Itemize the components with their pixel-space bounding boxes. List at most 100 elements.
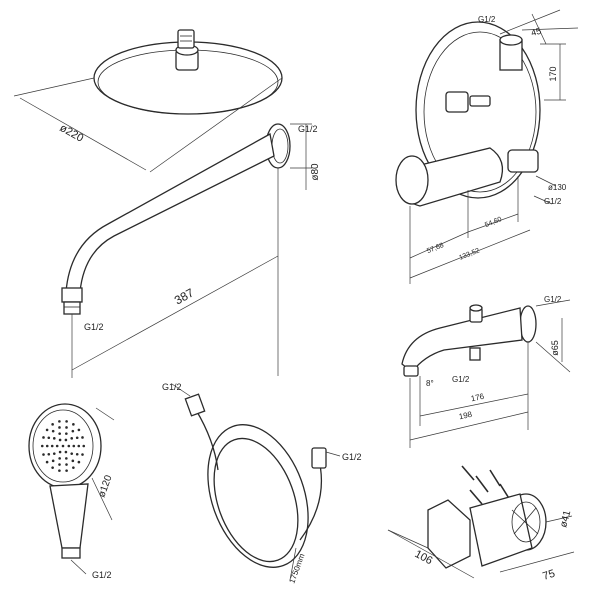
hose-thread-top-label: G1/2	[162, 382, 182, 392]
shower-arm-length-label: 387	[172, 285, 197, 307]
nozzle-dot	[82, 445, 85, 448]
nozzle-dot	[72, 460, 75, 463]
nozzle-dot	[58, 463, 61, 466]
hand-shower-head	[29, 404, 101, 488]
nozzle-dot	[42, 453, 45, 456]
mixer-thread-top-label: G1/2	[478, 15, 496, 24]
nozzle-dot	[77, 445, 80, 448]
hose-top-nut	[185, 394, 204, 416]
spout-thread-label: G1/2	[544, 295, 562, 304]
nozzle-dot	[65, 451, 68, 454]
mixer-width-label: 45	[530, 26, 542, 38]
nozzle-dot	[62, 445, 65, 448]
nozzle-dot	[81, 436, 84, 439]
nozzle-dot	[58, 420, 61, 423]
mixer-side-outlet	[508, 150, 538, 172]
nozzle-dot	[51, 423, 54, 426]
nozzle-dot	[42, 436, 45, 439]
nozzle-dot	[59, 439, 62, 442]
hand-shower-handle	[50, 484, 88, 548]
nozzle-dot	[72, 423, 75, 426]
hose-thread-right-label: G1/2	[342, 452, 362, 462]
hose-right-nut	[312, 448, 326, 468]
shower-arm: ø80 G1/2 387 G1/2	[62, 124, 321, 378]
nozzle-dot	[58, 432, 61, 435]
hose-length-label: 1750mm	[287, 552, 306, 585]
mixer-height-label: 170	[548, 66, 558, 81]
spout-angle-label: 8°	[426, 379, 434, 388]
mixer-dim-133-label: 133,52	[458, 247, 481, 262]
shower-hose: G1/2 G1/2 1750mm	[162, 382, 362, 585]
wall-holder: ø41 106 75	[388, 466, 574, 583]
mixer-valve	[446, 92, 468, 112]
nozzle-dot	[59, 451, 62, 454]
mixer-body: 45 G1/2 170 ø130 G1/2 57,68 54,60 133,52	[396, 10, 578, 284]
spout-outlet	[470, 348, 480, 360]
spout-thread-bottom-label: G1/2	[452, 375, 470, 384]
nozzle-dot	[52, 460, 55, 463]
nozzle-dot	[47, 453, 50, 456]
shower-arm-thread	[64, 302, 80, 314]
nozzle-dot	[46, 445, 49, 448]
spout-height-label: ø65	[550, 340, 560, 356]
nozzle-dot	[51, 445, 54, 448]
nozzle-dot	[68, 445, 71, 448]
nozzle-dot	[65, 426, 68, 429]
nozzle-dot	[72, 430, 75, 433]
hand-shower: ø120 G1/2	[29, 404, 115, 580]
nozzle-dot	[46, 461, 49, 464]
shower-arm-height-label: ø80	[310, 163, 321, 181]
nozzle-dot	[53, 437, 56, 440]
holder-depth-label: 75	[541, 568, 556, 583]
nozzle-dot	[76, 453, 79, 456]
shower-arm-thread-top-label: G1/2	[298, 124, 318, 134]
shower-arm-length-line	[72, 256, 278, 370]
nozzle-dot	[72, 466, 75, 469]
spout-body	[402, 308, 522, 372]
mixer-diameter-label: ø130	[548, 183, 567, 192]
hand-shower-thread	[62, 548, 80, 558]
nozzle-dot	[81, 453, 84, 456]
nozzle-dot	[65, 469, 68, 472]
overhead-shower-diameter-label: ø220	[58, 122, 86, 145]
shower-arm-outlet	[62, 288, 82, 302]
nozzle-dot	[65, 420, 68, 423]
nozzle-dot	[53, 452, 56, 455]
holder-bracket	[428, 500, 470, 568]
hand-shower-thread-label: G1/2	[92, 570, 112, 580]
nozzle-dot	[41, 445, 44, 448]
nozzle-dot	[65, 457, 68, 460]
nozzle-dot	[58, 457, 61, 460]
nozzle-dot	[52, 430, 55, 433]
nozzle-dot	[46, 429, 49, 432]
mixer-dim-57-label: 57,68	[426, 242, 445, 255]
nozzle-dot	[65, 463, 68, 466]
nozzle-dot	[65, 439, 68, 442]
nozzle-dot	[78, 461, 81, 464]
nozzle-dot	[58, 426, 61, 429]
overhead-shower-nut	[178, 30, 194, 48]
nozzle-dot	[70, 452, 73, 455]
hose-coil-inner	[198, 427, 313, 573]
nozzle-dot	[58, 469, 61, 472]
nozzle-dot	[70, 437, 73, 440]
nozzle-dot	[76, 436, 79, 439]
holder-diameter-label: ø41	[558, 509, 573, 529]
mixer-handle-face	[396, 156, 428, 204]
mixer-dim-54-label: 54,60	[484, 216, 503, 229]
nozzle-dot	[47, 436, 50, 439]
nozzle-dot	[78, 429, 81, 432]
mixer-thread-side-label: G1/2	[544, 197, 562, 206]
spout-length-short-label: 176	[470, 392, 485, 404]
nozzle-dot	[56, 445, 59, 448]
nozzle-dot	[72, 445, 75, 448]
nozzle-dot	[51, 466, 54, 469]
hand-shower-diameter-label: ø120	[96, 473, 114, 499]
shower-arm-thread-bottom-label: G1/2	[84, 322, 104, 332]
spout-length-long-label: 198	[458, 410, 473, 422]
bath-spout: ø65 G1/2 8° G1/2 176 198	[402, 295, 570, 448]
nozzle-dot	[65, 432, 68, 435]
holder-body	[470, 494, 532, 566]
